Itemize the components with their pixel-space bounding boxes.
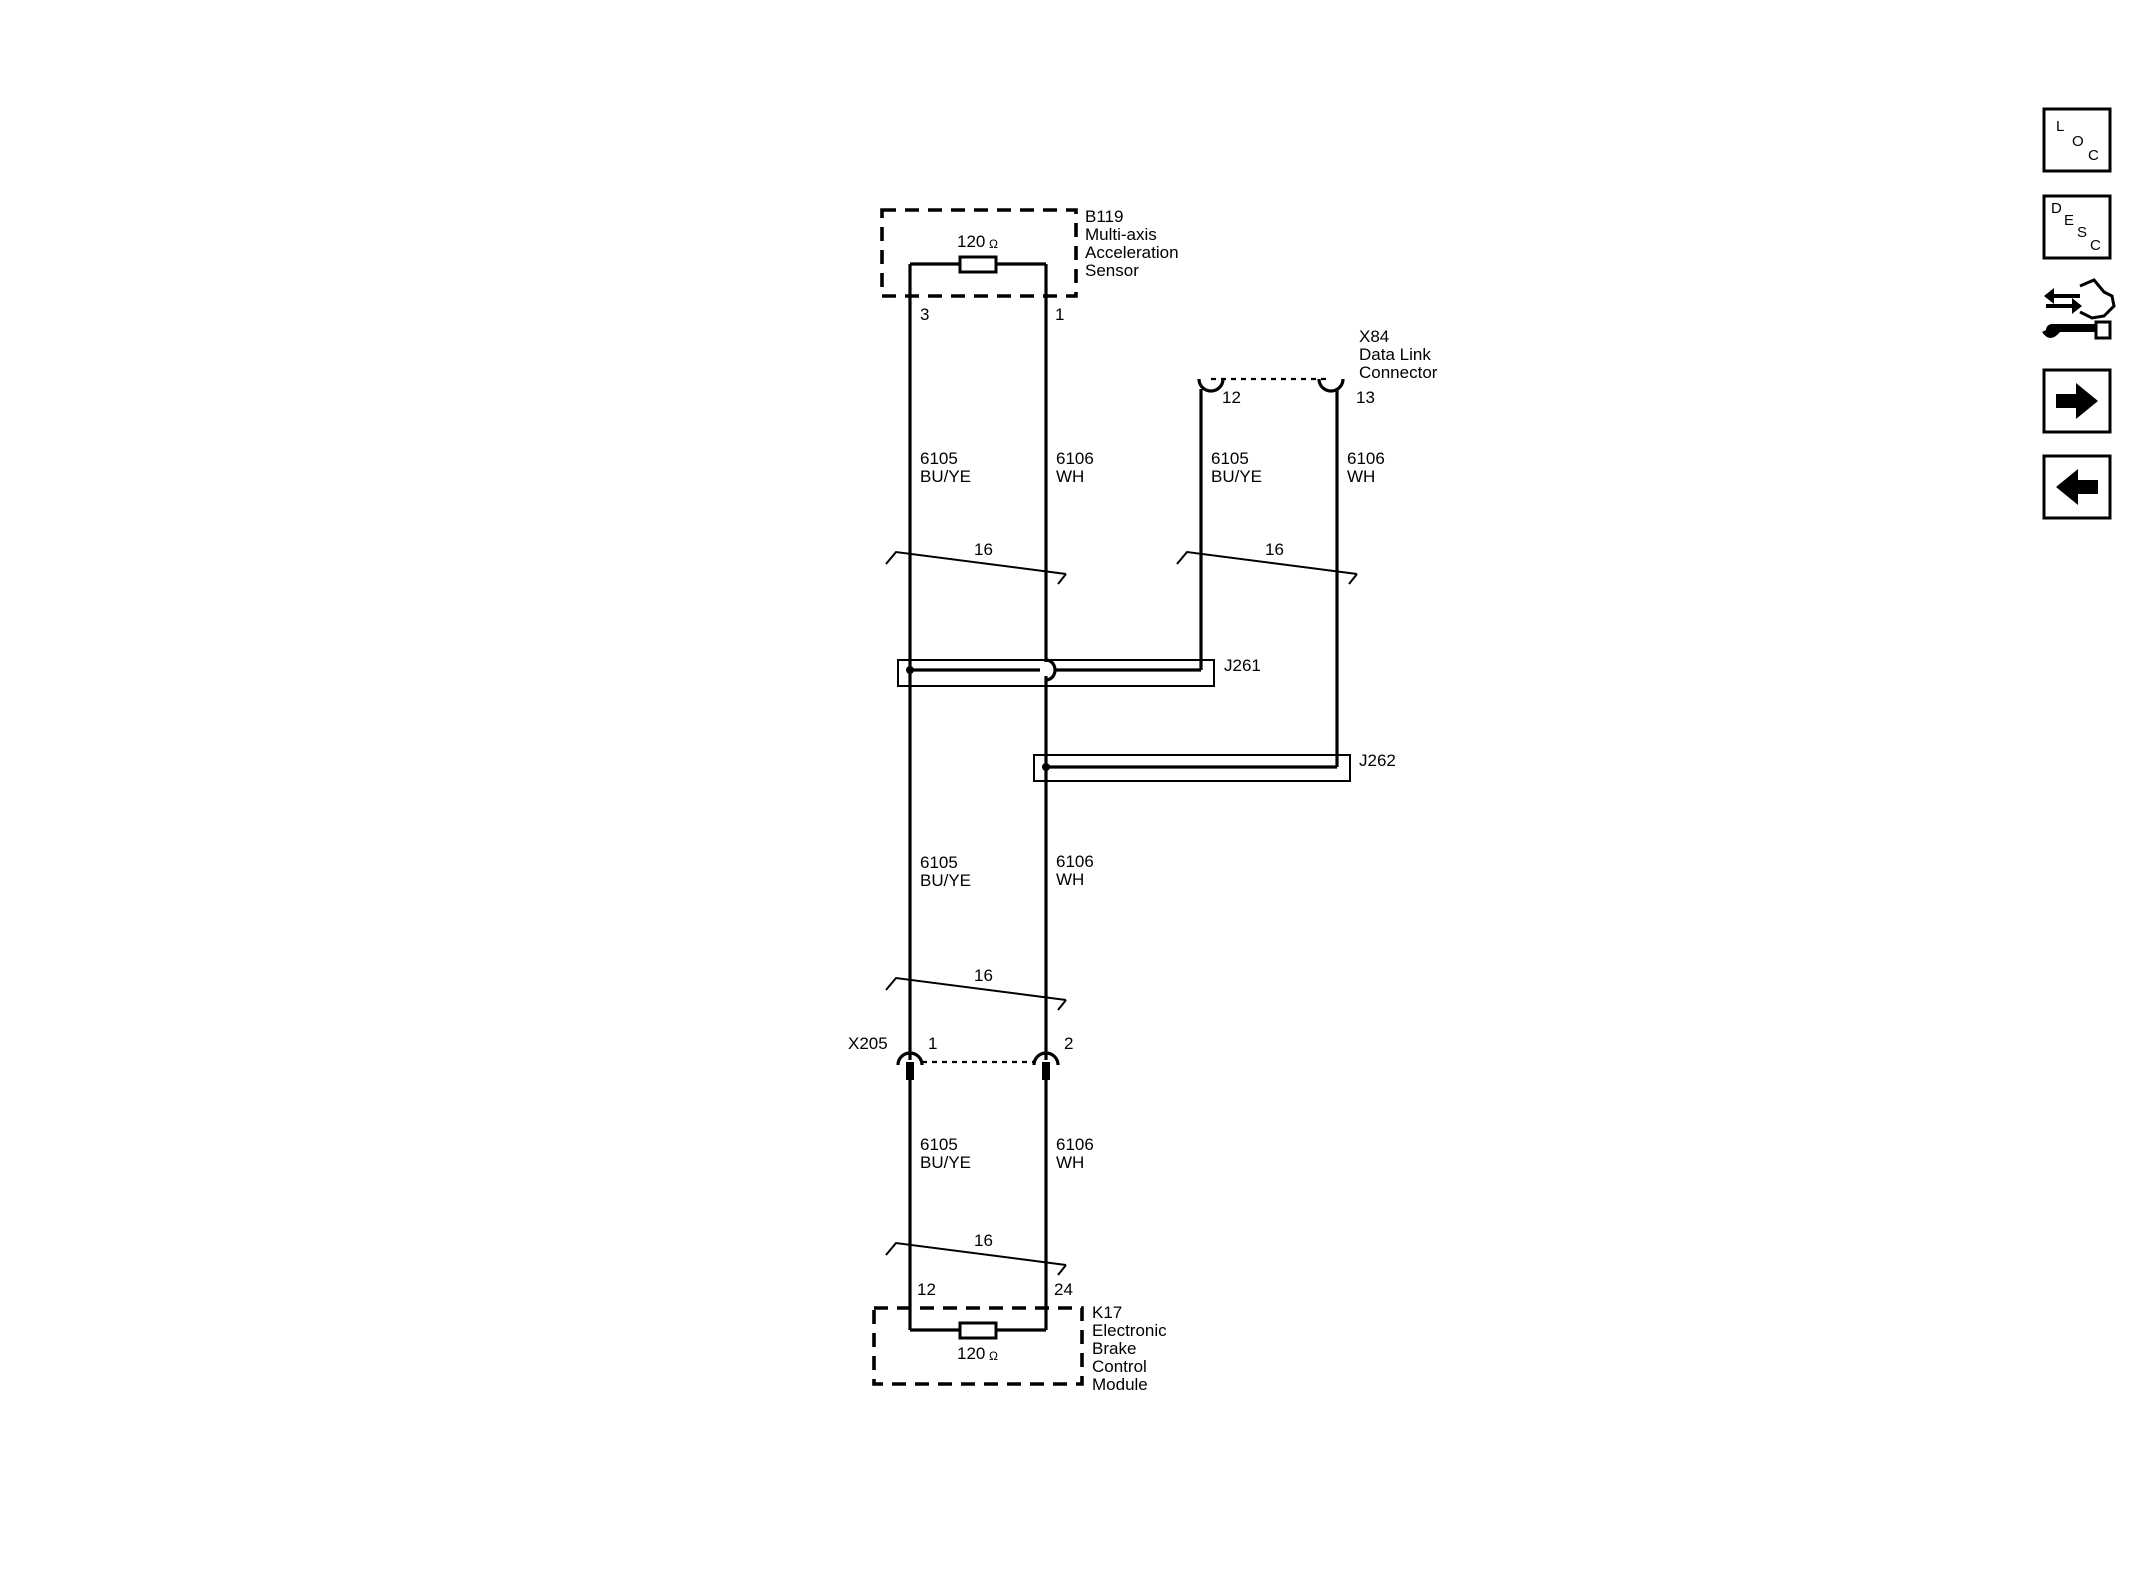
twist-line <box>1176 550 1358 575</box>
arrow-left-icon <box>2056 469 2098 505</box>
loc-letter-o: O <box>2072 133 2084 150</box>
wire-6105-color-1: BU/YE <box>920 467 971 486</box>
wire-6105-number-2: 6105 <box>920 853 958 872</box>
j261-outline <box>897 659 1215 687</box>
wire-6105-color-dlc: BU/YE <box>1211 467 1262 486</box>
k17-pin-24: 24 <box>1054 1280 1073 1299</box>
twist-line <box>885 550 1067 575</box>
x84-pin-12-terminal <box>1197 378 1225 393</box>
b119-name-line-1: Multi-axis <box>1085 225 1157 244</box>
wire-gauge-2: 16 <box>974 966 993 985</box>
wire-6105-color-3: BU/YE <box>920 1153 971 1172</box>
wire-6105-number-dlc: 6105 <box>1211 449 1249 468</box>
next-button[interactable] <box>2042 368 2112 434</box>
loc-button[interactable]: L O C <box>2042 107 2112 173</box>
x84-name-line-2: Connector <box>1359 363 1438 382</box>
desc-button-frame <box>2042 194 2112 260</box>
twist-tick <box>1057 1264 1067 1276</box>
b119-name-line-3: Sensor <box>1085 261 1139 280</box>
wire-6106-color-3: WH <box>1056 1153 1084 1172</box>
b119-id: B119 <box>1085 207 1123 226</box>
k17-id: K17 <box>1092 1303 1122 1322</box>
desc-button[interactable]: D E S C <box>2042 194 2112 260</box>
x84-pin-13-terminal <box>1317 378 1345 393</box>
wire-6106-color-1: WH <box>1056 467 1084 486</box>
twist-tick <box>1057 573 1067 585</box>
loc-letter-c: C <box>2088 147 2099 164</box>
wire-6106-number-1: 6106 <box>1056 449 1094 468</box>
wire-6106-number-dlc: 6106 <box>1347 449 1385 468</box>
j261-crossover-gap <box>1040 662 1056 676</box>
b119-sensor: 120 Ω B119 Multi-axis Acceleration Senso… <box>880 207 1179 324</box>
b119-resistor-value: 120 <box>957 232 985 251</box>
wire-6106-number-2: 6106 <box>1056 852 1094 871</box>
twisted-pair-marker-dlc: 16 <box>1176 540 1358 585</box>
twisted-pair-marker-2: 16 <box>885 966 1067 1011</box>
j262-splice-dot <box>1042 763 1050 771</box>
b119-name-line-2: Acceleration <box>1085 243 1179 262</box>
k17-pin-12: 12 <box>917 1280 936 1299</box>
k17-ohm-unit: Ω <box>989 1349 998 1363</box>
j262-splice: J262 <box>1033 751 1396 782</box>
k17-name-line-4: Module <box>1092 1375 1148 1394</box>
b119-ohm-unit: Ω <box>989 237 998 251</box>
arrow-right-icon <box>2056 383 2098 419</box>
desc-letter-e: E <box>2064 212 2074 229</box>
wire-gauge-1: 16 <box>974 540 993 559</box>
k17-resistor <box>958 1321 998 1340</box>
k17-name-line-2: Brake <box>1092 1339 1136 1358</box>
b119-pin-3: 3 <box>920 305 929 324</box>
j261-crossover-hop <box>1045 658 1057 682</box>
x205-pin-2: 2 <box>1064 1034 1073 1053</box>
x84-pin-12: 12 <box>1222 388 1241 407</box>
b119-component-outline <box>880 208 1078 298</box>
twisted-pair-marker-1: 16 <box>885 540 1067 585</box>
j261-id: J261 <box>1224 656 1261 675</box>
k17-module: 120 Ω 12 24 K17 Electronic Brake Control… <box>872 1280 1167 1394</box>
wire-6105-color-2: BU/YE <box>920 871 971 890</box>
x84-pin-13: 13 <box>1356 388 1375 407</box>
connector-tool-button[interactable] <box>2042 278 2116 340</box>
x205-pin-1: 1 <box>928 1034 937 1053</box>
wire-6105-number-3: 6105 <box>920 1135 958 1154</box>
x205-pin-2-male <box>1042 1062 1050 1080</box>
x205-connector: X205 1 2 <box>848 1034 1073 1080</box>
j261-splice: J261 <box>897 656 1261 687</box>
k17-component-outline <box>872 1306 1084 1386</box>
wire-6105-number-1: 6105 <box>920 449 958 468</box>
loc-button-frame <box>2042 107 2112 173</box>
j262-id: J262 <box>1359 751 1396 770</box>
wire-6106-color-dlc: WH <box>1347 467 1375 486</box>
loc-letter-l: L <box>2056 118 2064 135</box>
desc-letter-c: C <box>2090 237 2101 254</box>
twist-line <box>885 1241 1067 1266</box>
wire-gauge-dlc: 16 <box>1265 540 1284 559</box>
j261-splice-dot <box>906 666 914 674</box>
x205-pin-2-terminal <box>1032 1051 1060 1066</box>
desc-letter-d: D <box>2051 200 2062 217</box>
j262-outline <box>1033 754 1351 782</box>
x205-pin-1-terminal <box>896 1051 924 1066</box>
wire-gauge-3: 16 <box>974 1231 993 1250</box>
prev-button[interactable] <box>2042 454 2112 520</box>
k17-resistor-value: 120 <box>957 1344 985 1363</box>
connector-tool-icon <box>2042 278 2116 340</box>
k17-name-line-3: Control <box>1092 1357 1147 1376</box>
x84-name-line-1: Data Link <box>1359 345 1431 364</box>
wire-6106-number-3: 6106 <box>1056 1135 1094 1154</box>
b119-resistor <box>958 255 998 274</box>
twist-tick <box>1057 999 1067 1011</box>
k17-name-line-1: Electronic <box>1092 1321 1167 1340</box>
x205-id: X205 <box>848 1034 888 1053</box>
twist-line <box>885 976 1067 1001</box>
x84-id: X84 <box>1359 327 1389 346</box>
x84-connector: X84 Data Link Connector 12 13 <box>1197 327 1438 407</box>
twist-tick <box>1348 573 1358 585</box>
twisted-pair-marker-3: 16 <box>885 1231 1067 1276</box>
wire-6106-color-2: WH <box>1056 870 1084 889</box>
x205-pin-1-male <box>906 1062 914 1080</box>
b119-pin-1: 1 <box>1055 305 1064 324</box>
desc-letter-s: S <box>2077 224 2087 241</box>
